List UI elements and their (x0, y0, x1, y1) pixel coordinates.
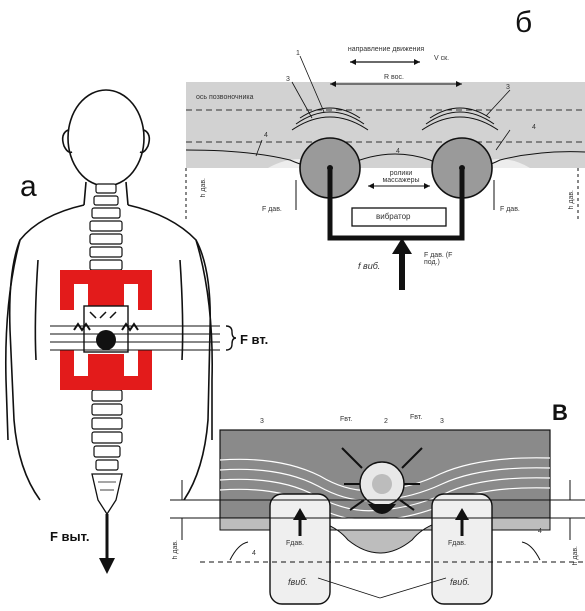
r-label: R вос. (384, 74, 404, 81)
vertebra (92, 418, 122, 429)
f-vib-label: f виб. (358, 262, 380, 271)
num-3b-b: 3 (506, 84, 510, 91)
h-right-label-b: h дав. (568, 190, 575, 209)
num-4a-c: 4 (252, 550, 256, 557)
vertebra (94, 446, 120, 457)
velocity-label: V ск. (434, 55, 449, 62)
rollers-label: ролики массажеры (372, 170, 430, 184)
brace (226, 326, 236, 350)
vertebra (90, 247, 122, 257)
head-outline (68, 90, 144, 186)
vibrator-label: вибратор (376, 213, 411, 221)
vertebra (96, 460, 118, 470)
panel-b-letter: б (515, 8, 532, 38)
f-lat-right-c: Fвт. (410, 414, 422, 421)
panel-c-letter: В (552, 402, 568, 424)
red-clamp-lower (60, 350, 152, 390)
vertebra (90, 234, 122, 244)
vertebra (90, 221, 122, 231)
h-left-label-b: h дав. (200, 178, 207, 197)
vertebra (90, 260, 122, 270)
traction-force-label: F выт. (50, 530, 89, 543)
f-lat-left-c: Fвт. (340, 416, 352, 423)
h-right-label-c: h дав. (572, 546, 579, 565)
vertebra (92, 404, 122, 415)
f-pressure-right-label: F дав. (500, 206, 520, 213)
num-4b-b: 4 (396, 148, 400, 155)
right-armpit (180, 260, 183, 360)
vertebra (92, 390, 122, 401)
center-mechanism (74, 306, 138, 352)
vertebra (92, 208, 120, 218)
panel-a-letter: а (20, 172, 37, 202)
direction-label: направление движения (346, 46, 426, 53)
f-vib-left-c: fвиб. (288, 578, 308, 587)
h-left-label-c: h дав. (172, 540, 179, 559)
num-3a-c: 3 (260, 418, 264, 425)
vertebra (92, 432, 122, 443)
vertebra (96, 184, 116, 193)
num-4b-c: 4 (538, 528, 542, 535)
f-pressure-left-label: F дав. (262, 206, 282, 213)
traction-arrow-head (99, 558, 115, 574)
lateral-force-lines (50, 326, 220, 350)
f-vib-right-c: fвиб. (450, 578, 470, 587)
num-4c-b: 4 (532, 124, 536, 131)
f-bottom-label: F дав. (F под.) (424, 252, 468, 266)
f-pressure-right-c: Fдав. (448, 540, 466, 547)
f-pressure-left-c: Fдав. (286, 540, 304, 547)
red-clamp-upper (60, 270, 152, 310)
num-3a-b: 3 (286, 76, 290, 83)
axis-label: ось позвоночника (196, 94, 268, 101)
left-armpit (35, 260, 38, 360)
num-3b-c: 3 (440, 418, 444, 425)
num-4a-b: 4 (264, 132, 268, 139)
num-1-b: 1 (296, 50, 300, 57)
lateral-force-label: F вт. (240, 333, 268, 346)
num-2-c: 2 (384, 418, 388, 425)
vertebra (94, 196, 118, 205)
sacrum (92, 474, 122, 514)
center-roller (96, 330, 116, 350)
